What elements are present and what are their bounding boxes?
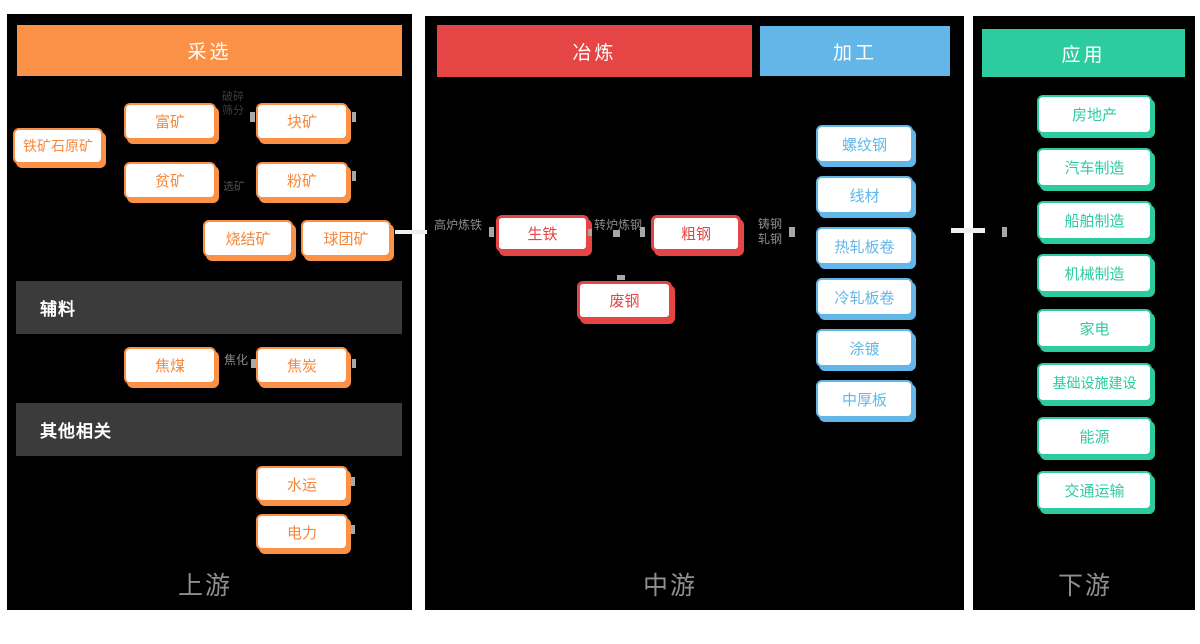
flow-label-converter: 转炉炼钢 (594, 218, 643, 232)
node-hot-rolled-coil: 热轧板卷 (816, 227, 913, 265)
node-crude-steel: 粗钢 (651, 215, 741, 252)
node-coking-coal: 焦煤 (124, 347, 216, 384)
flow-label-casting-rolling: 铸钢 轧钢 (758, 217, 783, 246)
bar-other-related: 其他相关 (16, 403, 402, 456)
stage-label-downstream: 下游 (1057, 572, 1112, 600)
node-automobile: 汽车制造 (1037, 148, 1152, 187)
node-raw-iron-ore: 铁矿石原矿 (13, 128, 103, 164)
node-medium-plate: 中厚板 (816, 380, 913, 418)
node-wire-rod: 线材 (816, 176, 913, 214)
arrow-stub (251, 359, 256, 368)
node-transportation: 交通运输 (1037, 471, 1152, 510)
node-pellet-ore: 球团矿 (301, 220, 391, 257)
node-coke: 焦炭 (256, 347, 348, 384)
bar-auxiliary-materials: 辅料 (16, 281, 402, 334)
flow-label-beneficiation: 选矿 (223, 181, 245, 193)
arrow-stub (489, 227, 494, 237)
node-home-appliance: 家电 (1037, 309, 1152, 348)
connector-line (951, 228, 985, 233)
flow-label-blast-furnace: 高炉炼铁 (434, 218, 483, 232)
connector-line (395, 230, 427, 234)
flow-label-coking: 焦化 (224, 353, 249, 367)
node-shipbuilding: 船舶制造 (1037, 201, 1152, 240)
node-pig-iron: 生铁 (496, 215, 589, 252)
node-water-transport: 水运 (256, 466, 348, 502)
arrow-stub (1002, 227, 1007, 237)
node-rich-ore: 富矿 (124, 103, 216, 140)
arrow-stub (352, 112, 356, 122)
arrow-stub (789, 227, 795, 237)
stage-label-upstream: 上游 (177, 572, 232, 600)
arrow-stub (351, 477, 355, 486)
header-application: 应用 (982, 29, 1185, 77)
arrow-stub (352, 171, 356, 181)
header-mining: 采选 (17, 25, 402, 76)
node-machinery: 机械制造 (1037, 254, 1152, 293)
node-cold-rolled-coil: 冷轧板卷 (816, 278, 913, 316)
node-fine-ore: 粉矿 (256, 162, 348, 199)
node-lump-ore: 块矿 (256, 103, 348, 140)
node-infrastructure: 基础设施建设 (1037, 363, 1152, 402)
arrow-stub (588, 229, 592, 236)
header-smelting: 冶炼 (437, 25, 752, 77)
header-processing: 加工 (760, 26, 950, 76)
node-coated-steel: 涂镀 (816, 329, 913, 367)
node-scrap-steel: 废钢 (577, 281, 672, 320)
arrow-stub (617, 275, 625, 280)
flow-label-crush-screen: 破碎 筛分 (222, 91, 244, 117)
node-lean-ore: 贫矿 (124, 162, 216, 199)
node-sinter-ore: 烧结矿 (203, 220, 293, 257)
stage-label-midstream: 中游 (642, 572, 697, 600)
node-real-estate: 房地产 (1037, 95, 1152, 134)
arrow-stub (613, 230, 620, 237)
arrow-stub (352, 359, 356, 368)
node-electric-power: 电力 (256, 514, 348, 550)
arrow-stub (351, 525, 355, 534)
arrow-stub (640, 227, 645, 237)
node-rebar: 螺纹钢 (816, 125, 913, 163)
arrow-stub (250, 112, 255, 122)
node-energy: 能源 (1037, 417, 1152, 456)
